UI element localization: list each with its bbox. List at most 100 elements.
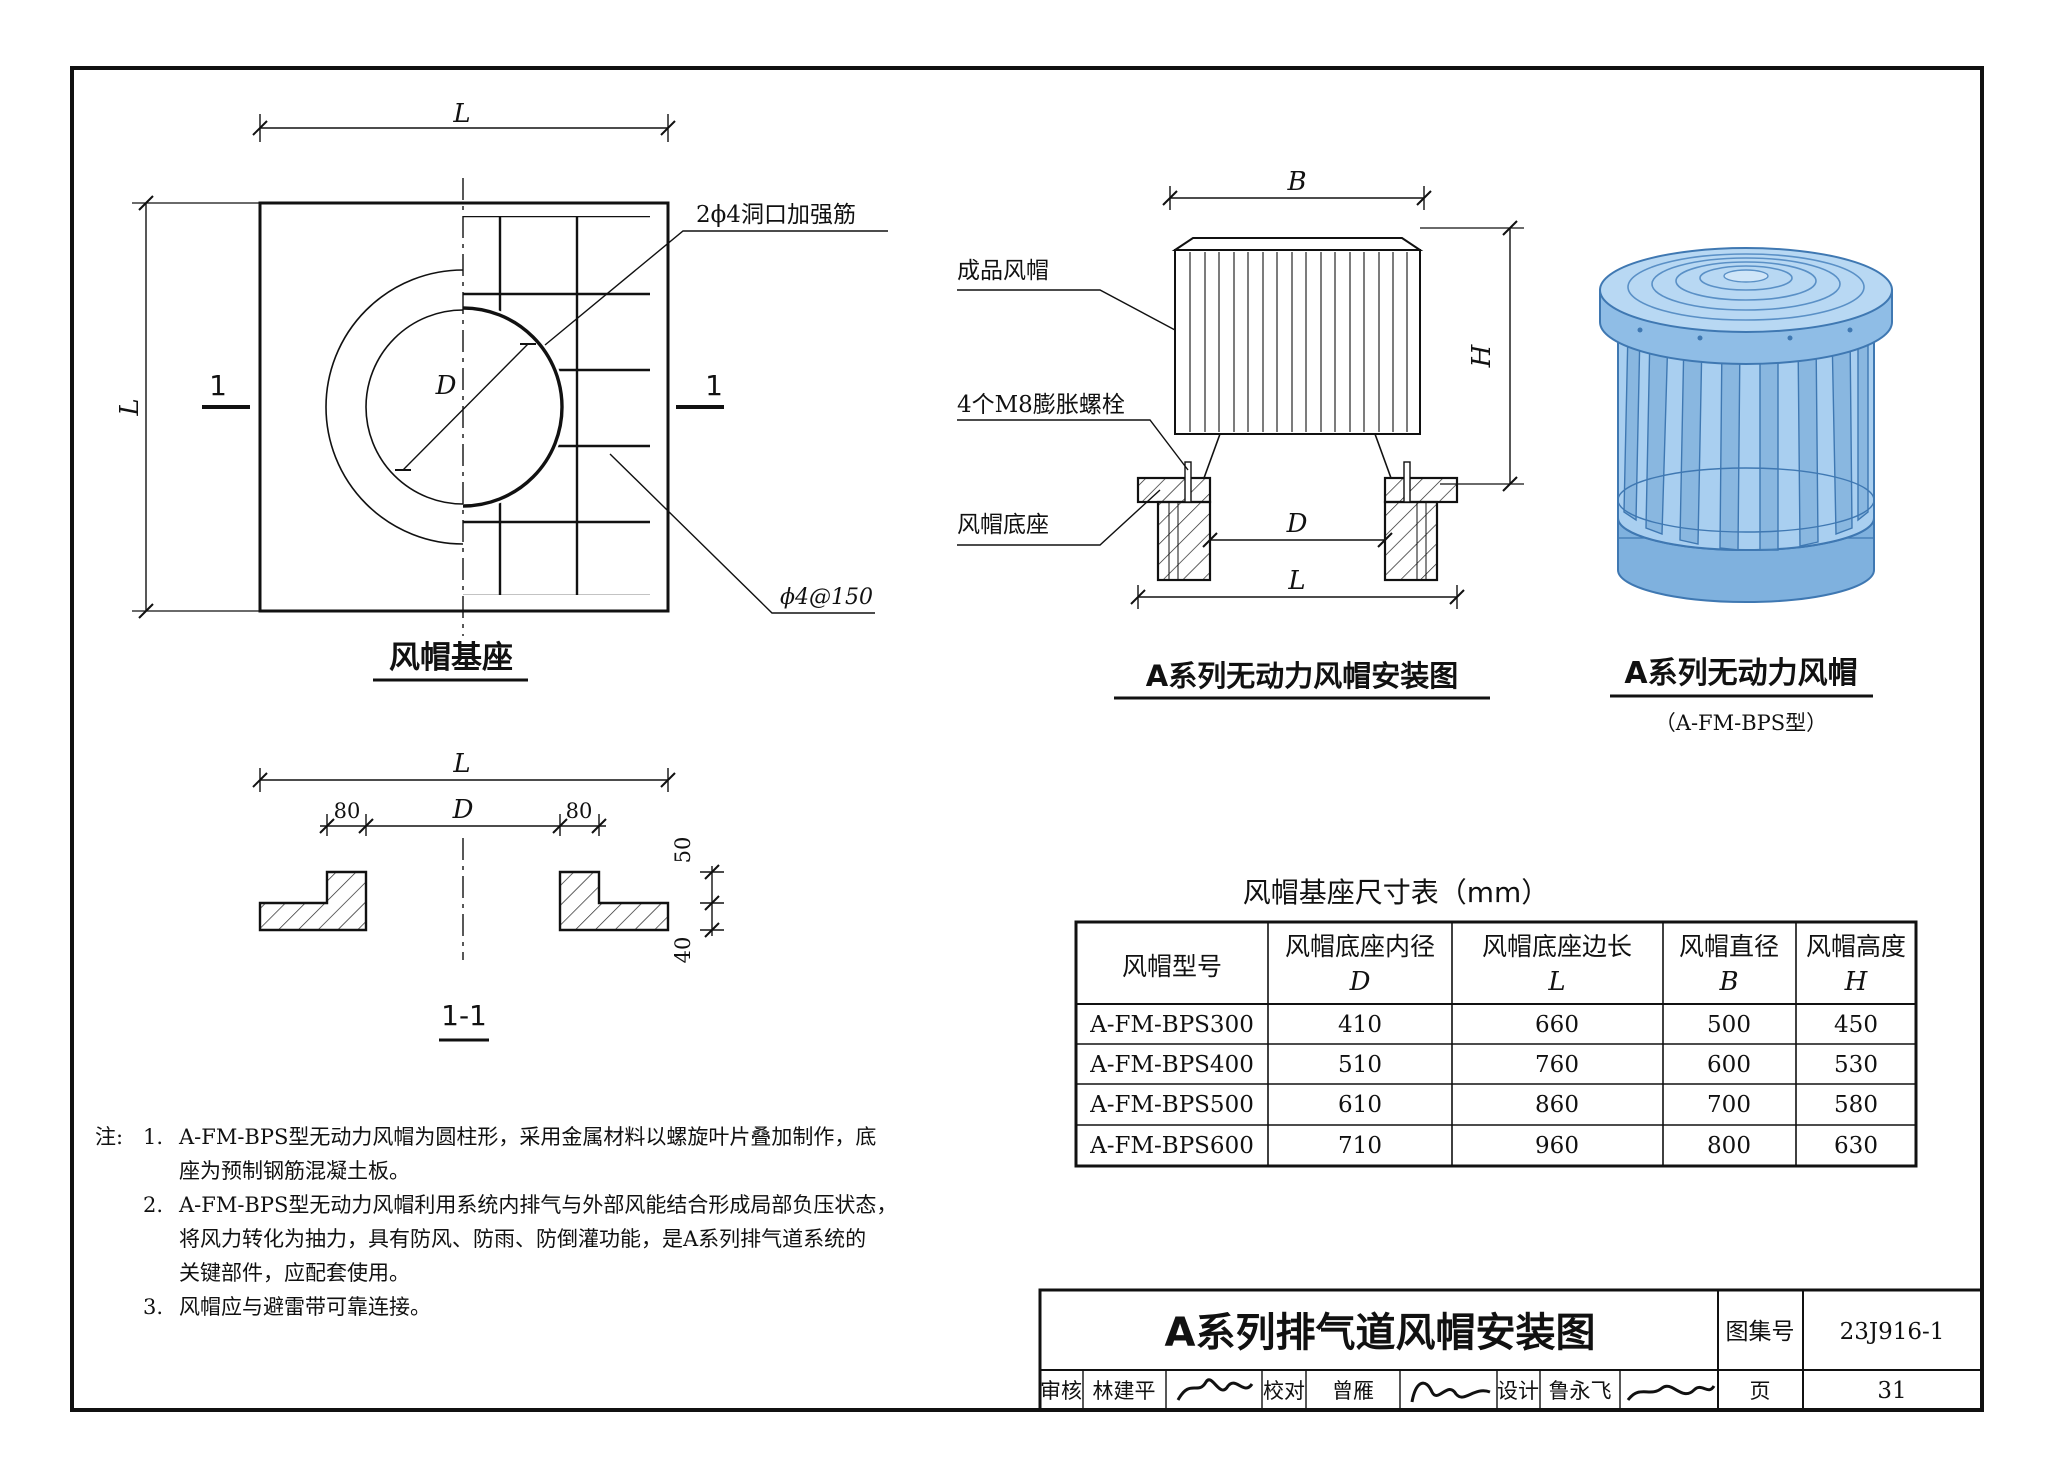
note-item: 注: 1. A-FM-BPS型无动力风帽为圆柱形，采用金属材料以螺旋叶片叠加制作… <box>95 1120 1015 1154</box>
notes-heading: 注: <box>95 1125 124 1149</box>
table-row: A-FM-BPS600 710 960 800 630 <box>1089 1133 1878 1159</box>
notes: 注: 1. A-FM-BPS型无动力风帽为圆柱形，采用金属材料以螺旋叶片叠加制作… <box>95 1120 1015 1324</box>
title-block: A系列排气道风帽安装图 图集号 23J916-1 审核 林建平 校对 曾雁 设计… <box>1038 1288 1984 1412</box>
install-dim-H: H <box>1467 343 1497 368</box>
table-cell: 610 <box>1338 1092 1382 1118</box>
table-cell: 580 <box>1834 1092 1878 1118</box>
base-right-wall <box>1383 500 1439 582</box>
table-cell: 700 <box>1707 1092 1751 1118</box>
section-mark-left: 1 <box>209 369 227 402</box>
table-cell: 960 <box>1535 1133 1579 1159</box>
plan-dim-L-left: L <box>115 398 145 416</box>
table-cell: 660 <box>1535 1012 1579 1038</box>
dimension-table: 风帽基座尺寸表（mm） 风帽型号 风帽底座内径 D 风帽底座边长 L 风帽直径 … <box>1074 876 1918 1168</box>
note-number: 1. <box>143 1125 164 1149</box>
plan-dim-L-top: L <box>452 99 470 129</box>
table-header-height-sym: H <box>1844 967 1869 997</box>
table-header-model: 风帽型号 <box>1122 952 1222 981</box>
section-mark-right: 1 <box>705 369 723 402</box>
table-cell: 600 <box>1707 1052 1751 1078</box>
sheet-border <box>70 66 1984 1412</box>
install-title: A系列无动力风帽安装图 <box>1146 659 1458 693</box>
note-item: 2. A-FM-BPS型无动力风帽利用系统内排气与外部风能结合形成局部负压状态， <box>95 1188 1015 1222</box>
table-cell: 450 <box>1834 1012 1878 1038</box>
install-dim-B: B <box>1286 167 1306 197</box>
base-left-top <box>1136 476 1212 504</box>
section-dim-40: 40 <box>671 937 695 964</box>
table-header-side-sym: L <box>1547 967 1565 997</box>
plan-dim-D: D <box>435 371 457 401</box>
install-dim-D: D <box>1286 509 1308 539</box>
table-cell: 410 <box>1338 1012 1382 1038</box>
page-label: 页 <box>1750 1379 1771 1403</box>
label-cap-base: 风帽底座 <box>957 512 1049 538</box>
checker-signature <box>1410 1381 1491 1403</box>
table-cell: 800 <box>1707 1133 1751 1159</box>
atlas-number: 23J916-1 <box>1840 1319 1945 1345</box>
table-header-cap-dia: 风帽直径 <box>1679 932 1779 961</box>
table-row: A-FM-BPS500 610 860 700 580 <box>1089 1092 1878 1118</box>
table-header-inner-dia: 风帽底座内径 <box>1285 932 1435 961</box>
section-dim-50: 50 <box>671 837 695 864</box>
section-dim-L: L <box>452 749 470 779</box>
check-label: 校对 <box>1263 1379 1305 1403</box>
table-row: A-FM-BPS400 510 760 600 530 <box>1089 1052 1878 1078</box>
note-text: 风帽应与避雷带可靠连接。 <box>179 1295 431 1319</box>
table-cell: A-FM-BPS500 <box>1089 1092 1254 1118</box>
product-title: A系列无动力风帽 <box>1624 656 1857 691</box>
table-header-side: 风帽底座边长 <box>1482 932 1632 961</box>
note-number: 3. <box>143 1295 164 1319</box>
table-row: A-FM-BPS300 410 660 500 450 <box>1089 1012 1878 1038</box>
section-dim-80-right: 80 <box>566 799 593 823</box>
table-title: 风帽基座尺寸表（mm） <box>1243 876 1550 909</box>
section-dim-D: D <box>452 795 474 825</box>
checker-name: 曾雁 <box>1332 1379 1374 1403</box>
install-dim-L: L <box>1287 566 1305 596</box>
table-cell: 630 <box>1834 1133 1878 1159</box>
table-cell: A-FM-BPS600 <box>1089 1133 1254 1159</box>
section-profile-left <box>258 870 368 932</box>
review-label: 审核 <box>1040 1379 1082 1403</box>
install-diagram: B H <box>957 167 1524 700</box>
note-text: 座为预制钢筋混凝土板。 <box>179 1159 410 1183</box>
base-plan-title: 风帽基座 <box>389 640 513 676</box>
cap-body <box>1174 249 1421 435</box>
table-header-inner-dia-sym: D <box>1349 967 1371 997</box>
table-header-height: 风帽高度 <box>1806 932 1906 961</box>
reviewer-signature <box>1176 1378 1254 1401</box>
section-1-1: L 80 D 80 50 40 1-1 <box>252 749 724 1042</box>
table-cell: 710 <box>1338 1133 1382 1159</box>
table-cell: 510 <box>1338 1052 1382 1078</box>
product-subtitle: （A-FM-BPS型） <box>1655 711 1827 735</box>
table-cell: A-FM-BPS300 <box>1089 1012 1254 1038</box>
section-title: 1-1 <box>441 999 487 1032</box>
base-slab-outline <box>258 201 670 613</box>
note-text: 将风力转化为抽力，具有防风、防雨、防倒灌功能，是A系列排气道系统的 <box>179 1227 867 1251</box>
reviewer-name: 林建平 <box>1093 1379 1156 1403</box>
section-profile-right <box>558 870 670 932</box>
designer-name: 鲁永飞 <box>1549 1379 1612 1403</box>
base-plan: L L <box>115 99 888 682</box>
product-render: A系列无动力风帽 （A-FM-BPS型） <box>1599 247 1893 735</box>
designer-signature <box>1626 1384 1716 1401</box>
note-text: A-FM-BPS型无动力风帽利用系统内排气与外部风能结合形成局部负压状态， <box>179 1193 898 1217</box>
table-cell: A-FM-BPS400 <box>1089 1052 1254 1078</box>
rebar-label-spacing: ϕ4@150 <box>780 585 873 610</box>
note-text: A-FM-BPS型无动力风帽为圆柱形，采用金属材料以螺旋叶片叠加制作，底 <box>179 1125 877 1149</box>
note-text: 关键部件，应配套使用。 <box>179 1261 410 1285</box>
table-cell: 760 <box>1535 1052 1579 1078</box>
section-dim-80-left: 80 <box>334 799 361 823</box>
drawing-title: A系列排气道风帽安装图 <box>1165 1310 1596 1356</box>
cap-roof <box>1171 237 1424 251</box>
rebar-label-opening: 2ϕ4洞口加强筋 <box>696 202 856 228</box>
table-cell: 530 <box>1834 1052 1878 1078</box>
table-cell: 860 <box>1535 1092 1579 1118</box>
table-cell: 500 <box>1707 1012 1751 1038</box>
base-right-top <box>1383 476 1459 504</box>
label-expansion-bolt: 4个M8膨胀螺栓 <box>957 392 1125 418</box>
table-header-cap-dia-sym: B <box>1718 967 1738 997</box>
label-finished-cap: 成品风帽 <box>957 258 1049 284</box>
atlas-label: 图集号 <box>1726 1319 1795 1345</box>
base-left-wall <box>1156 500 1212 582</box>
